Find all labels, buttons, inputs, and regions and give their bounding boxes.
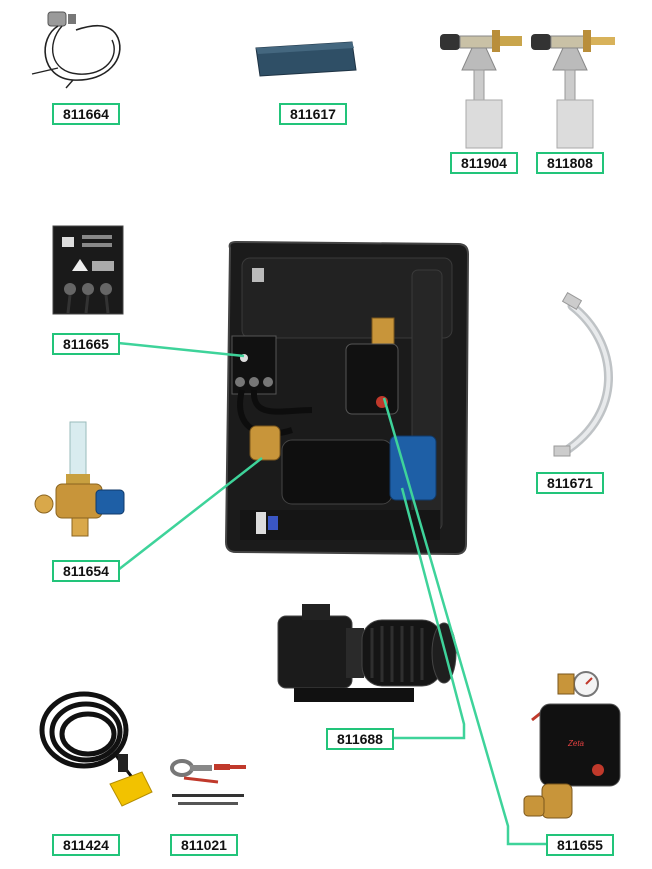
- part-label-811424: 811424: [52, 834, 120, 856]
- filter-sponge-part: [252, 40, 358, 78]
- solenoid-valve-part: [34, 418, 130, 540]
- float-valve-part-2: [527, 20, 619, 150]
- sensor-cable-part: [28, 8, 138, 93]
- svg-text:Zeta: Zeta: [567, 739, 585, 748]
- part-label-811655: 811655: [546, 834, 614, 856]
- part-label-811664: 811664: [52, 103, 120, 125]
- part-label-811688: 811688: [326, 728, 394, 750]
- part-label-811808: 811808: [536, 152, 604, 174]
- control-panel-part: [52, 225, 124, 315]
- part-label-811671: 811671: [536, 472, 604, 494]
- part-label-811665: 811665: [52, 333, 120, 355]
- pump-part: [274, 598, 466, 710]
- part-label-811617: 811617: [279, 103, 347, 125]
- part-label-811021: 811021: [170, 834, 238, 856]
- float-valve-part-1: [436, 20, 526, 150]
- pressure-controller-part: Zeta: [518, 666, 630, 826]
- float-switch-cable-part: [34, 688, 156, 814]
- part-label-811654: 811654: [52, 560, 120, 582]
- accessories-kit-part: [168, 756, 250, 814]
- part-label-811904: 811904: [450, 152, 518, 174]
- curved-tube-part: [548, 292, 638, 462]
- main-unit-housing: [222, 240, 474, 558]
